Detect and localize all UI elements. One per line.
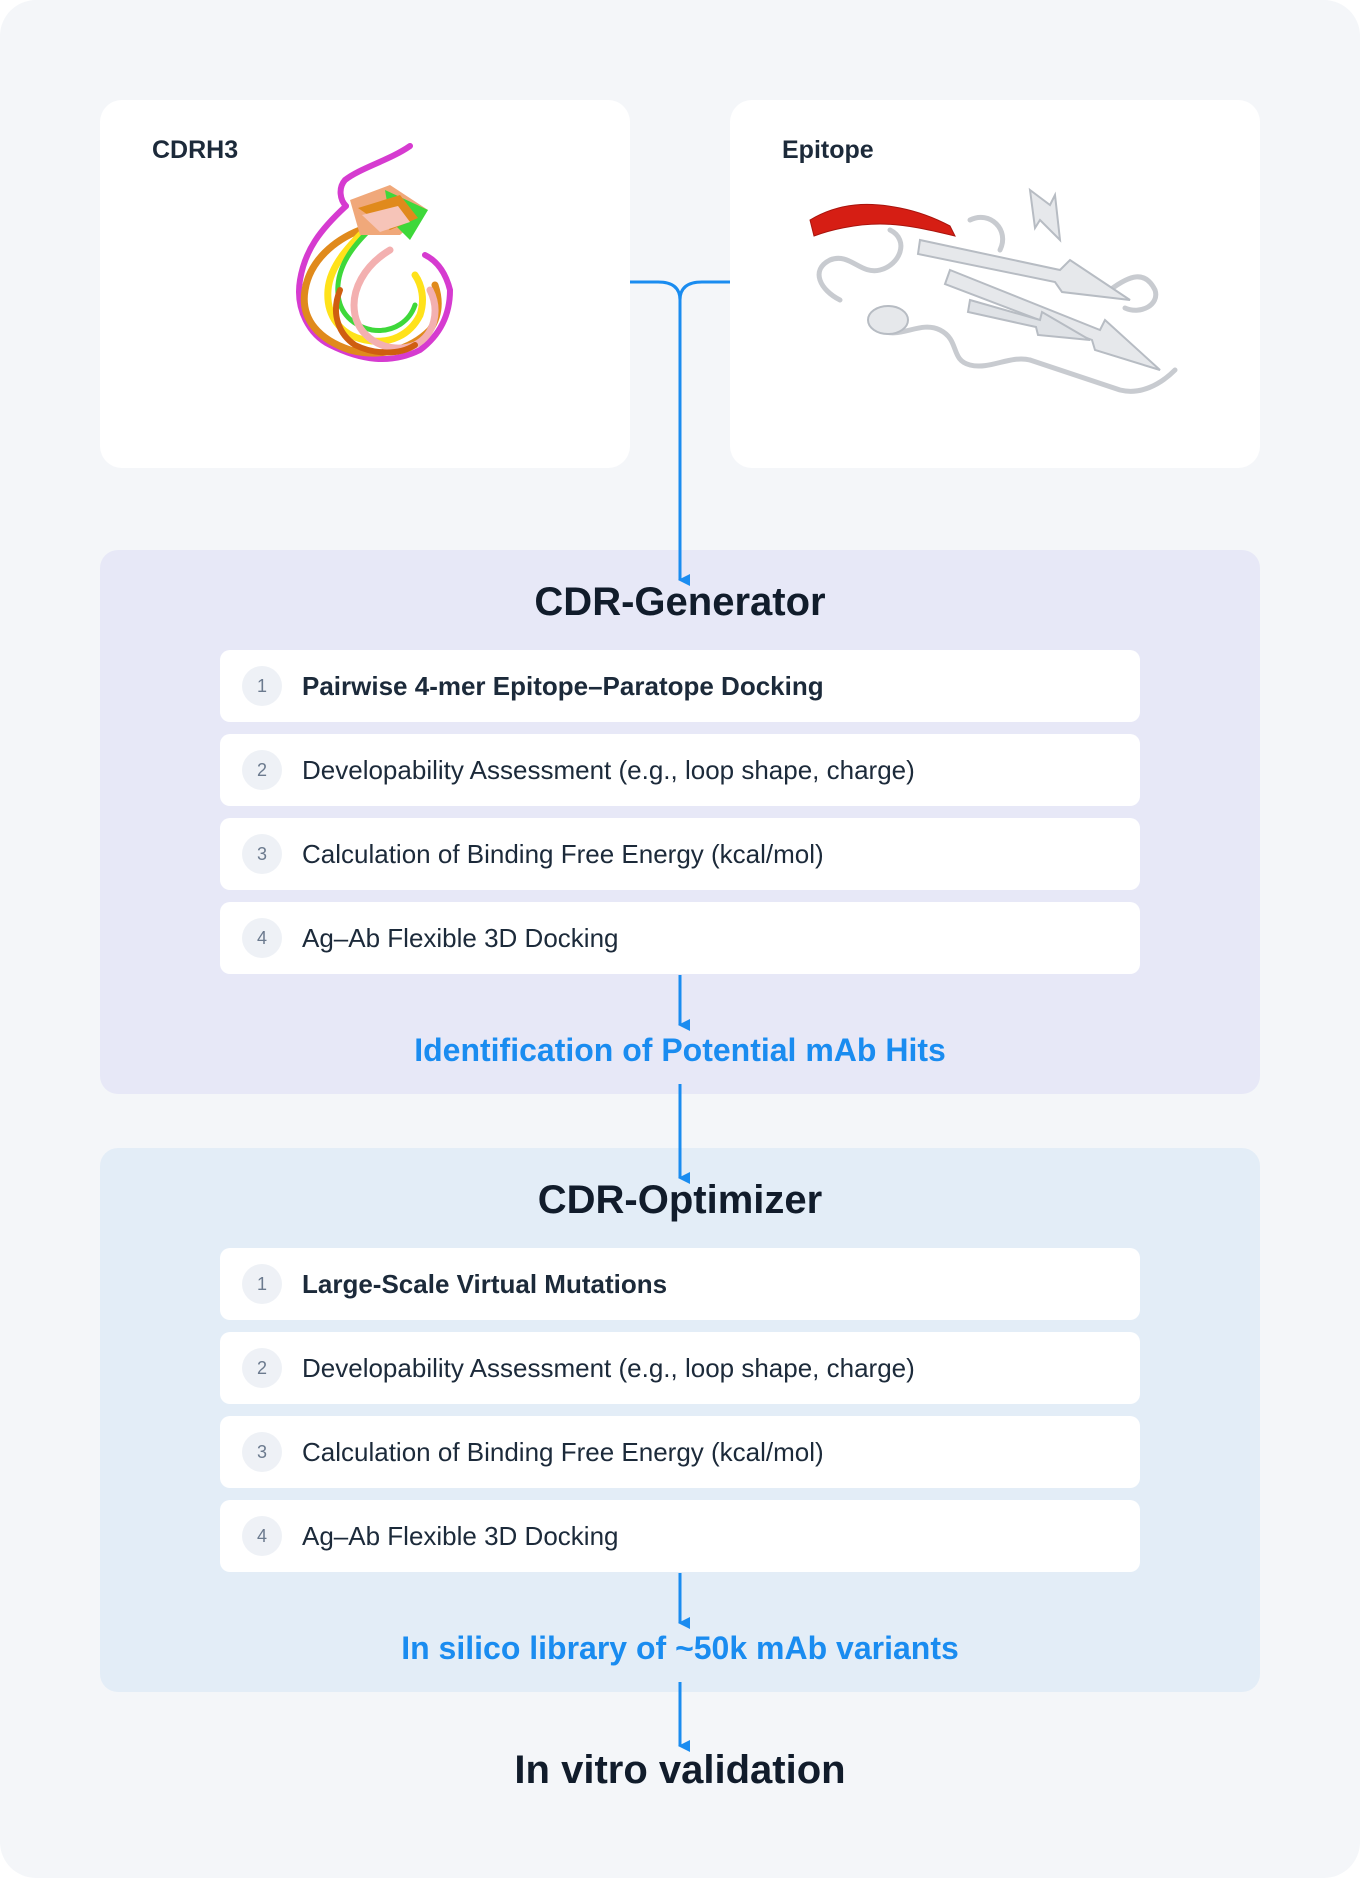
step-label: Calculation of Binding Free Energy (kcal… <box>302 1437 824 1467</box>
step-label: Calculation of Binding Free Energy (kcal… <box>302 839 824 869</box>
generator-step-4: 4 Ag–Ab Flexible 3D Docking <box>220 902 1140 974</box>
optimizer-step-2: 2 Developability Assessment (e.g., loop … <box>220 1332 1140 1404</box>
optimizer-result: In silico library of ~50k mAb variants <box>401 1630 959 1666</box>
optimizer-step-4: 4 Ag–Ab Flexible 3D Docking <box>220 1500 1140 1572</box>
step-number: 2 <box>242 1348 282 1388</box>
generator-step-1: 1 Pairwise 4-mer Epitope–Paratope Dockin… <box>220 650 1140 722</box>
cdr-generator-section: CDR-Generator 1 Pairwise 4-mer Epitope–P… <box>100 550 1260 1094</box>
step-label: Developability Assessment (e.g., loop sh… <box>302 755 915 785</box>
step-label: Pairwise 4-mer Epitope–Paratope Docking <box>302 671 824 701</box>
generator-step-3: 3 Calculation of Binding Free Energy (kc… <box>220 818 1140 890</box>
epitope-title: Epitope <box>782 136 874 164</box>
step-label: Ag–Ab Flexible 3D Docking <box>302 923 619 953</box>
step-label: Ag–Ab Flexible 3D Docking <box>302 1521 619 1551</box>
final-step-title: In vitro validation <box>514 1748 846 1792</box>
optimizer-step-1: 1 Large-Scale Virtual Mutations <box>220 1248 1140 1320</box>
step-number: 4 <box>242 1516 282 1556</box>
step-number: 3 <box>242 1432 282 1472</box>
merge-connector <box>630 280 730 301</box>
cdr-optimizer-title: CDR-Optimizer <box>537 1178 823 1222</box>
step-number: 1 <box>242 666 282 706</box>
step-number: 1 <box>242 1264 282 1304</box>
step-number: 4 <box>242 918 282 958</box>
epitope-card: Epitope <box>730 100 1260 468</box>
cdrh3-card: CDRH3 <box>100 100 630 468</box>
cdr-generator-title: CDR-Generator <box>534 580 826 624</box>
optimizer-step-3: 3 Calculation of Binding Free Energy (kc… <box>220 1416 1140 1488</box>
step-number: 3 <box>242 834 282 874</box>
epitope-structure-image <box>809 187 1178 394</box>
cdrh3-title: CDRH3 <box>152 136 239 164</box>
step-label: Developability Assessment (e.g., loop sh… <box>302 1353 915 1383</box>
step-number: 2 <box>242 750 282 790</box>
generator-step-2: 2 Developability Assessment (e.g., loop … <box>220 734 1140 806</box>
cdr-optimizer-section: CDR-Optimizer 1 Large-Scale Virtual Muta… <box>100 1148 1260 1692</box>
generator-result: Identification of Potential mAb Hits <box>414 1032 946 1068</box>
step-label: Large-Scale Virtual Mutations <box>302 1269 668 1299</box>
cdrh3-structure-image <box>296 143 453 363</box>
